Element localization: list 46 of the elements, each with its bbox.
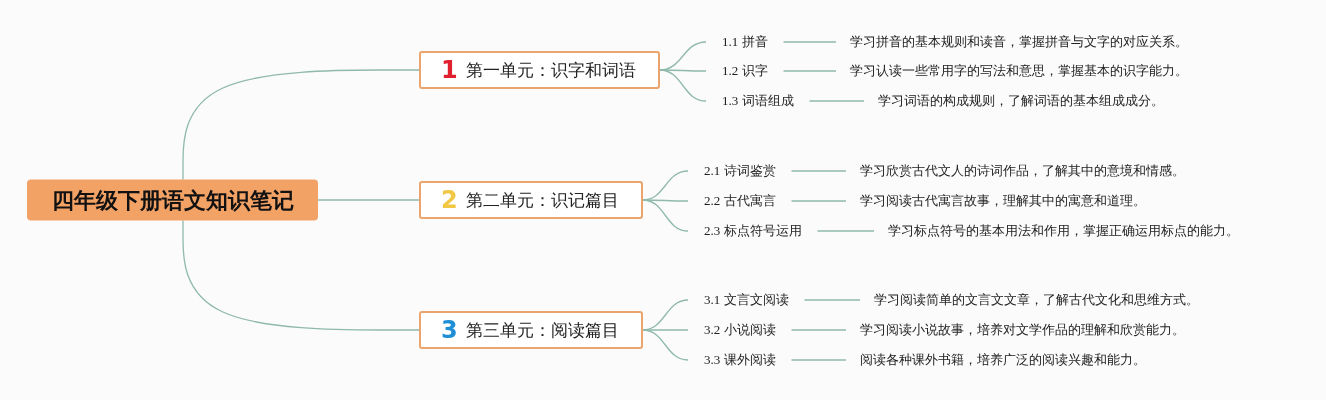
description-text: 学习词语的构成规则，了解词语的基本组成成分。 [864, 90, 1164, 112]
description-text: 学习阅读古代寓言故事，理解其中的寓意和道理。 [846, 190, 1146, 212]
topic-label: 3.2 小说阅读 [688, 319, 792, 341]
unit-title: 第二单元：识记篇目 [465, 189, 619, 212]
connector-line [642, 199, 689, 232]
description-text: 学习认读一些常用字的写法和意思，掌握基本的识字能力。 [836, 60, 1188, 82]
unit-box [419, 51, 660, 89]
topic-label: 2.2 古代寓言 [688, 190, 792, 212]
connector-line [790, 329, 847, 331]
connector-line [816, 230, 875, 232]
connector-line [182, 69, 420, 181]
connector-line [642, 329, 689, 331]
topic-label: 2.1 诗词鉴赏 [688, 160, 792, 182]
description-text: 学习拼音的基本规则和读音，掌握拼音与文字的对应关系。 [836, 31, 1188, 53]
connector-line [659, 69, 707, 102]
topic-label: 3.3 课外阅读 [688, 349, 792, 371]
unit-box [419, 181, 643, 219]
topic-label: 3.1 文言文阅读 [688, 289, 805, 311]
topic-label: 1.1 拼音 [706, 31, 784, 53]
unit-number: 3 [441, 318, 458, 342]
topic-label: 2.3 标点符号运用 [688, 220, 818, 242]
connector-line [782, 70, 837, 72]
unit-title: 第三单元：阅读篇目 [465, 319, 619, 342]
connector-line [642, 199, 689, 202]
connector-line [808, 100, 865, 102]
connector-line [782, 41, 837, 43]
connector-line [790, 200, 847, 202]
connector-line [182, 219, 420, 331]
unit-number: 2 [441, 188, 458, 212]
description-text: 学习阅读简单的文言文文章，了解古代文化和思维方式。 [860, 289, 1199, 311]
connector-line [790, 170, 847, 172]
description-text: 学习阅读小说故事，培养对文学作品的理解和欣赏能力。 [846, 319, 1185, 341]
unit-number: 1 [441, 58, 458, 82]
topic-label: 1.3 词语组成 [706, 90, 810, 112]
connector-line [790, 359, 847, 361]
description-text: 学习欣赏古代文人的诗词作品，了解其中的意境和情感。 [846, 160, 1185, 182]
description-text: 学习标点符号的基本用法和作用，掌握正确运用标点的能力。 [874, 220, 1239, 242]
connector-line [642, 329, 689, 361]
connector-line [803, 299, 861, 301]
unit-box [419, 311, 643, 349]
connector-line [317, 199, 420, 201]
description-text: 阅读各种课外书籍，培养广泛的阅读兴趣和能力。 [846, 349, 1146, 371]
unit-title: 第一单元：识字和词语 [465, 59, 636, 82]
connector-line [659, 69, 707, 72]
root-topic-box: 四年级下册语文知识笔记 [27, 179, 318, 221]
topic-label: 1.2 识字 [706, 60, 784, 82]
